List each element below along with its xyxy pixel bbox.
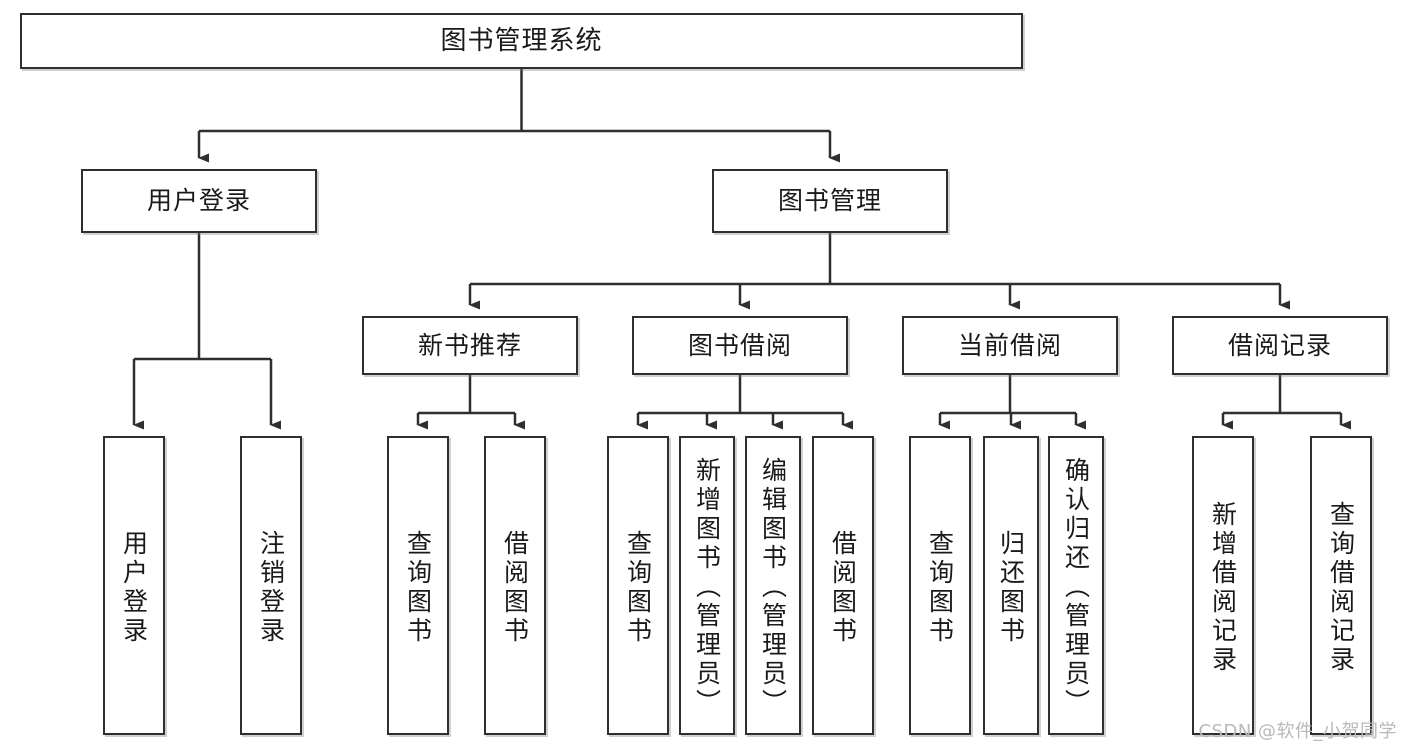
leaf-borrow-search-book[interactable]: 查询图书 [607, 436, 669, 735]
leaf-newbook-search-book[interactable]: 查询图书 [387, 436, 449, 735]
leaf-records-search-record-label: 查询借阅记录 [1326, 500, 1356, 675]
node-current-borrow-label: 当前借阅 [957, 330, 1062, 360]
node-new-book-recommend[interactable]: 新书推荐 [362, 316, 578, 375]
node-root[interactable]: 图书管理系统 [20, 13, 1023, 69]
node-book-borrow-label: 图书借阅 [687, 330, 792, 360]
node-borrow-records[interactable]: 借阅记录 [1172, 316, 1388, 375]
leaf-records-search-record[interactable]: 查询借阅记录 [1310, 436, 1372, 735]
leaf-borrow-add-book-admin-label: 新增图书（管理员） [692, 457, 722, 718]
node-root-label: 图书管理系统 [440, 25, 603, 56]
leaf-borrow-borrow-book-label: 借阅图书 [828, 529, 858, 646]
leaf-user-login-label: 用户登录 [119, 529, 149, 646]
leaf-borrow-search-book-label: 查询图书 [623, 529, 653, 646]
leaf-user-logout[interactable]: 注销登录 [240, 436, 302, 735]
node-new-book-recommend-label: 新书推荐 [417, 330, 522, 360]
node-borrow-records-label: 借阅记录 [1227, 330, 1332, 360]
leaf-user-login[interactable]: 用户登录 [103, 436, 165, 735]
leaf-current-return-book[interactable]: 归还图书 [983, 436, 1039, 735]
leaf-current-confirm-return-admin-label: 确认归还（管理员） [1061, 457, 1091, 718]
node-book-management[interactable]: 图书管理 [712, 169, 948, 233]
leaf-current-confirm-return-admin[interactable]: 确认归还（管理员） [1048, 436, 1104, 735]
node-book-borrow[interactable]: 图书借阅 [632, 316, 848, 375]
leaf-newbook-search-book-label: 查询图书 [403, 529, 433, 646]
node-user-login-label: 用户登录 [146, 186, 251, 216]
leaf-current-search-book[interactable]: 查询图书 [909, 436, 971, 735]
leaf-user-logout-label: 注销登录 [256, 529, 286, 646]
node-user-login[interactable]: 用户登录 [81, 169, 317, 233]
leaf-borrow-add-book-admin[interactable]: 新增图书（管理员） [679, 436, 735, 735]
leaf-newbook-borrow-book[interactable]: 借阅图书 [484, 436, 546, 735]
node-book-management-label: 图书管理 [777, 186, 882, 216]
csdn-watermark: CSDN @软件_小贺同学 [1198, 721, 1397, 742]
leaf-current-return-book-label: 归还图书 [996, 529, 1026, 646]
leaf-newbook-borrow-book-label: 借阅图书 [500, 529, 530, 646]
leaf-records-add-record-label: 新增借阅记录 [1208, 500, 1238, 675]
leaf-current-search-book-label: 查询图书 [925, 529, 955, 646]
leaf-borrow-edit-book-admin[interactable]: 编辑图书（管理员） [745, 436, 801, 735]
node-current-borrow[interactable]: 当前借阅 [902, 316, 1118, 375]
leaf-borrow-borrow-book[interactable]: 借阅图书 [812, 436, 874, 735]
leaf-records-add-record[interactable]: 新增借阅记录 [1192, 436, 1254, 735]
leaf-borrow-edit-book-admin-label: 编辑图书（管理员） [758, 457, 788, 718]
